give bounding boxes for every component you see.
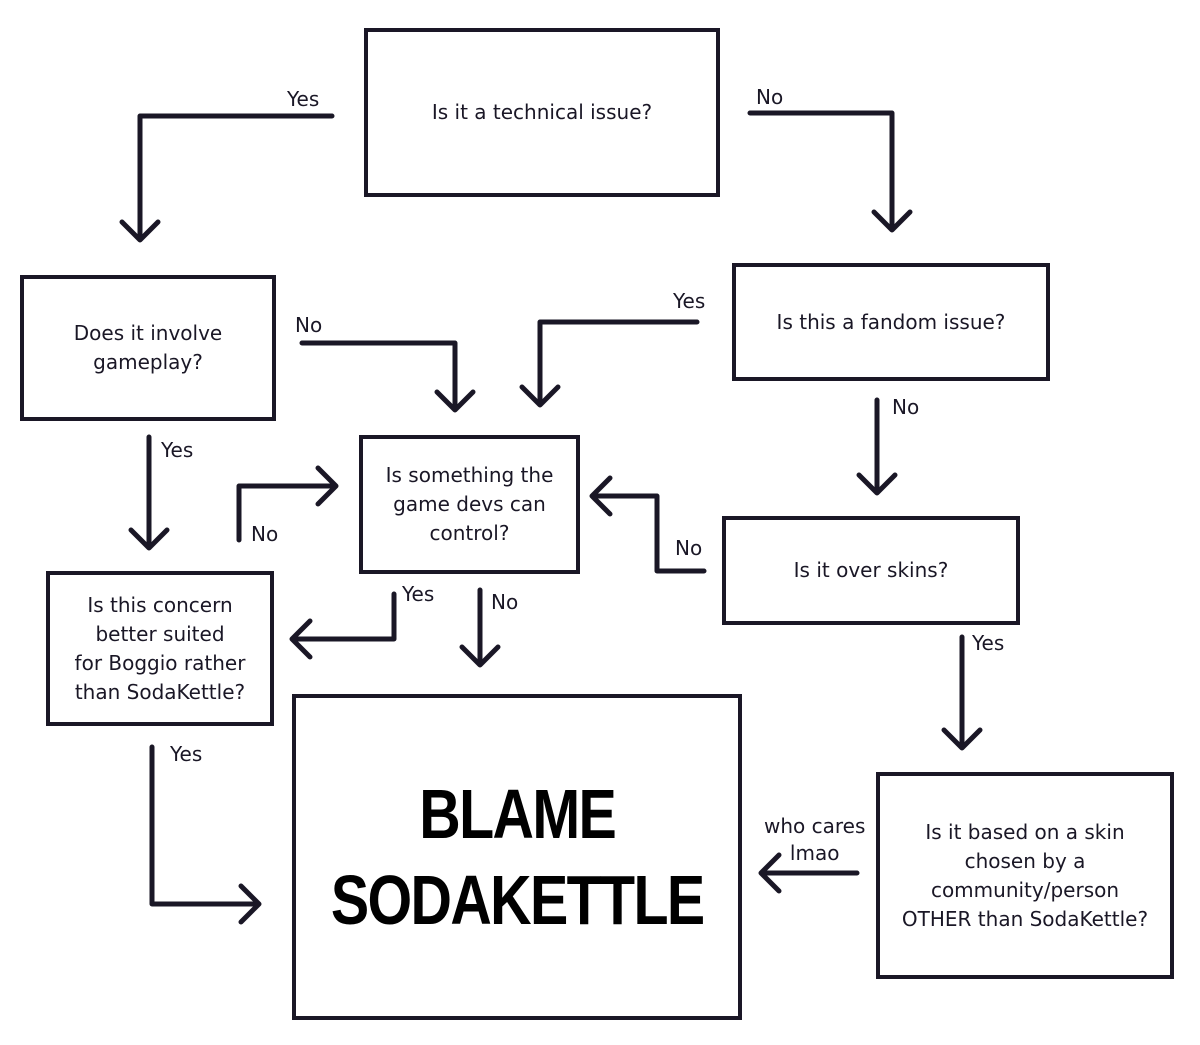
node-blame-sodakettle: BLAME SODAKETTLE <box>292 694 742 1020</box>
arrow-technical-yes <box>119 113 335 243</box>
label-who-cares: who cares lmao <box>764 814 866 865</box>
node-boggio-suited: Is this concern better suited for Boggio… <box>46 571 274 726</box>
arrow-gameplay-yes <box>128 434 170 551</box>
label-gameplay-yes: Yes <box>161 438 194 462</box>
label-skins-no: No <box>675 536 703 560</box>
node-fandom-issue: Is this a fandom issue? <box>732 263 1050 381</box>
label-technical-no: No <box>756 85 784 109</box>
node-technical-issue: Is it a technical issue? <box>364 28 720 197</box>
arrow-boggio-no <box>236 465 339 543</box>
label-devs-no: No <box>491 590 519 614</box>
arrow-devs-yes <box>289 591 397 660</box>
label-boggio-yes: Yes <box>170 742 203 766</box>
arrow-technical-no <box>747 110 913 233</box>
blame-sodakettle-text: BLAME SODAKETTLE <box>330 775 705 939</box>
label-fandom-no: No <box>892 395 920 419</box>
arrow-gameplay-no <box>299 340 476 413</box>
node-community-skin: Is it based on a skin chosen by a commun… <box>876 772 1174 979</box>
node-over-skins: Is it over skins? <box>722 516 1020 625</box>
node-involves-gameplay: Does it involve gameplay? <box>20 275 276 421</box>
arrow-who-cares <box>758 852 860 894</box>
node-devs-can-control: Is something the game devs can control? <box>359 435 580 574</box>
arrow-skins-yes <box>941 634 983 751</box>
label-gameplay-no: No <box>295 313 323 337</box>
label-fandom-yes: Yes <box>673 289 706 313</box>
arrow-fandom-yes <box>519 319 700 408</box>
arrow-devs-no <box>459 587 501 668</box>
arrow-boggio-yes <box>149 744 262 925</box>
arrow-fandom-no <box>856 397 898 496</box>
arrow-skins-no <box>589 475 707 574</box>
label-boggio-no: No <box>251 522 279 546</box>
label-devs-yes: Yes <box>402 582 435 606</box>
label-skins-yes: Yes <box>972 631 1005 655</box>
label-technical-yes: Yes <box>287 87 320 111</box>
